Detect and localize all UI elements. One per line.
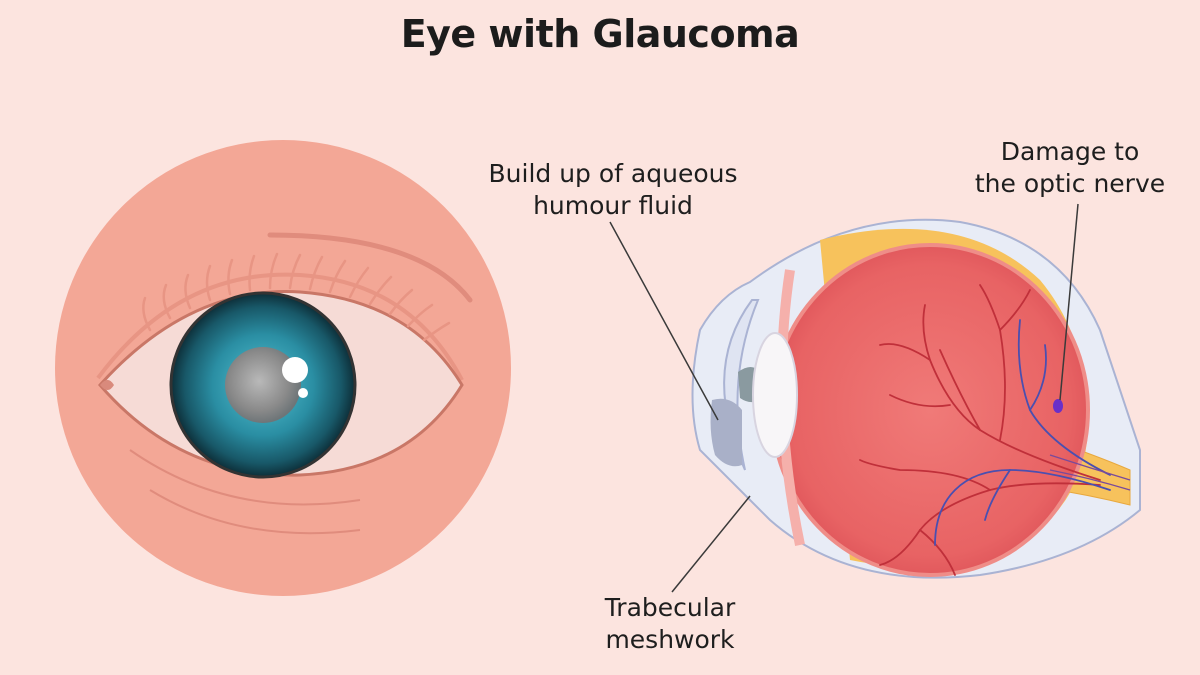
- damage-spot: [1053, 399, 1063, 413]
- front-eye: [55, 140, 511, 596]
- retina-globe: [770, 243, 1090, 577]
- label-aqueous-fluid: Build up of aqueous humour fluid: [468, 158, 758, 222]
- lower-lid-wrinkle: [129, 449, 361, 506]
- blood-vessels-red: [859, 284, 1101, 576]
- highlight: [282, 357, 308, 383]
- tear-duct: [100, 380, 114, 390]
- fluid-leader-line: [609, 221, 719, 421]
- mesh-leader-line: [671, 495, 751, 593]
- cross-section-eye: [691, 218, 1141, 579]
- trabecular-meshwork: [710, 398, 742, 467]
- brow-crease: [267, 232, 473, 303]
- blood-vessels-blue: [934, 319, 1111, 546]
- page-title: Eye with Glaucoma: [400, 12, 800, 56]
- nerve-leader-line: [1059, 203, 1079, 401]
- label-line: humour fluid: [533, 191, 693, 220]
- label-line: meshwork: [605, 625, 735, 654]
- highlight: [298, 388, 308, 398]
- label-optic-nerve: Damage to the optic nerve: [950, 136, 1190, 200]
- eyelid-fold: [96, 272, 464, 381]
- pupil: [225, 347, 301, 423]
- label-line: the optic nerve: [974, 169, 1166, 198]
- lower-lid-wrinkle: [149, 489, 361, 535]
- iris-rim: [169, 291, 357, 479]
- eyelashes: [142, 252, 451, 342]
- label-line: Damage to: [1000, 137, 1140, 166]
- lens: [752, 332, 798, 458]
- label-trabecular-meshwork: Trabecular meshwork: [560, 592, 780, 656]
- nerve-fibers: [1049, 454, 1131, 491]
- label-line: Build up of aqueous: [488, 159, 738, 188]
- label-line: Trabecular: [604, 593, 736, 622]
